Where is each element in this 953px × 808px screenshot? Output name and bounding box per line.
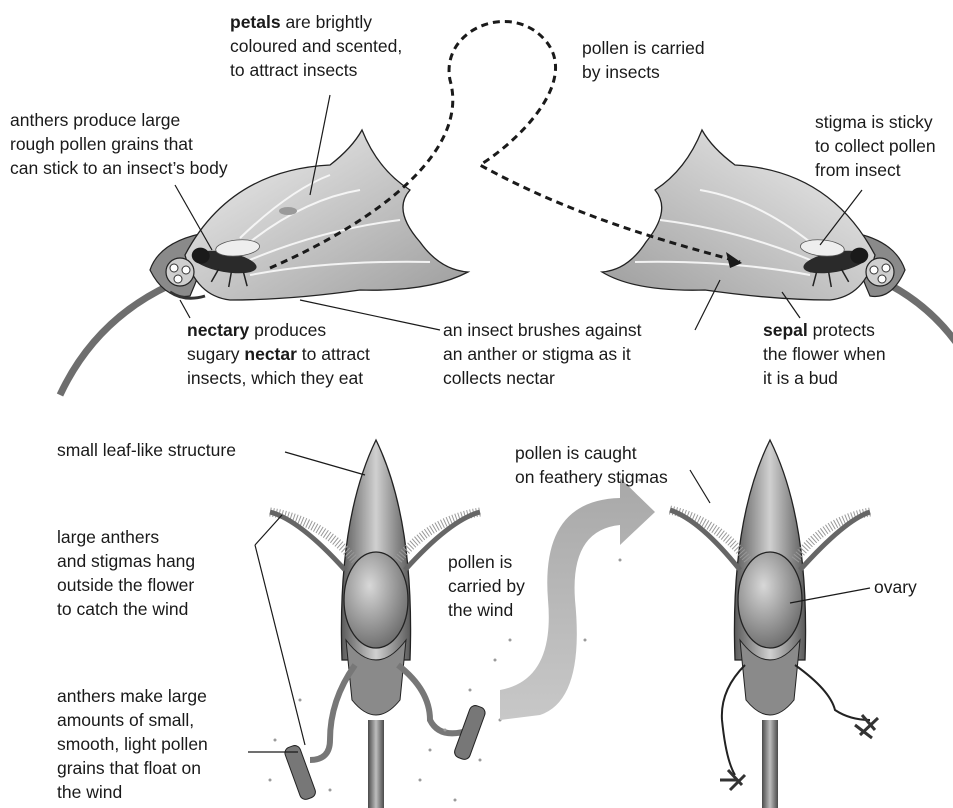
petals-label: petals are brightly coloured and scented…: [230, 10, 402, 82]
leaf-like-structure-label: small leaf-like structure: [57, 438, 236, 462]
stigma-label: stigma is sticky to collect pollen from …: [815, 110, 953, 182]
ovary: [738, 552, 802, 648]
pollen-carried-by-insects-label: pollen is carried by insects: [582, 36, 705, 84]
wind-flower-right: [670, 440, 878, 808]
stem: [890, 285, 953, 395]
pollen-caught-label: pollen is caught on feathery stigmas: [515, 441, 668, 489]
large-anthers-hang-label: large anthers and stigmas hang outside t…: [57, 525, 195, 621]
anther-dried: [720, 770, 745, 790]
wind-flower-left: [270, 440, 487, 808]
stem: [368, 720, 384, 808]
anthers-label: anthers produce large rough pollen grain…: [10, 108, 228, 180]
sepal-label: sepal protects the flower when it is a b…: [763, 318, 886, 390]
insect-brushes-label: an insect brushes against an anther or s…: [443, 318, 641, 390]
nectary-label: nectary produces sugary nectar to attrac…: [187, 318, 370, 390]
stem: [60, 285, 170, 395]
ovary-label: ovary: [874, 575, 917, 599]
stem: [762, 720, 778, 808]
ovary: [344, 552, 408, 648]
small-grains-label: anthers make large amounts of small, smo…: [57, 684, 208, 804]
pollen-carried-by-wind-label: pollen is carried by the wind: [448, 550, 525, 622]
